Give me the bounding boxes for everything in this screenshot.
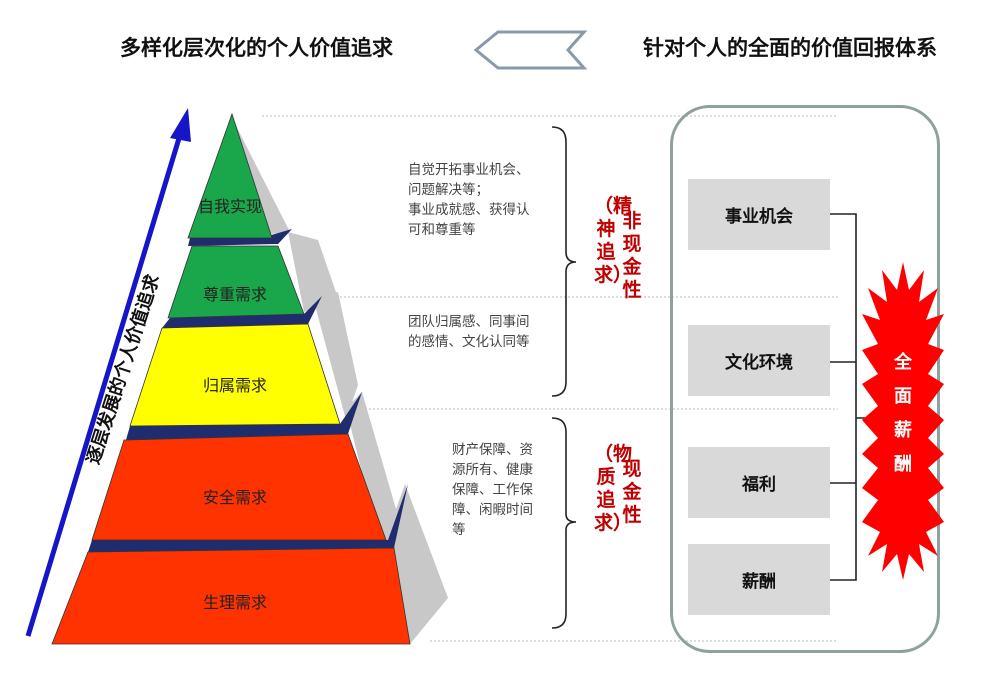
reward-item-salary: 薪酬 [688, 544, 830, 615]
level-physiological [51, 547, 411, 645]
left-title: 多样化层次化的个人价值追求 [120, 35, 393, 60]
level-esteem [167, 245, 305, 319]
reward-item-culture: 文化环境 [688, 325, 830, 396]
brace-lower [551, 417, 577, 629]
level-label-self-actualization: 自我实现 [197, 197, 262, 216]
total-compensation-label: 全面薪酬 [894, 352, 912, 475]
level-label-belonging: 归属需求 [202, 376, 267, 395]
description-upper: 自觉开拓事业机会、 问题解决等； 事业成就感、获得认 可和尊重等 [408, 162, 530, 238]
reward-system-panel [670, 105, 940, 653]
left-arrow-icon [473, 30, 588, 70]
level-safety [91, 433, 387, 541]
pyramid-side-4 [346, 392, 405, 540]
description-lower: 财产保障、资 源所有、健康 保障、工作保 障、闲暇时间 等 [452, 442, 533, 538]
description-middle: 团队归属感、同事间 的感情、文化认同等 [408, 314, 530, 350]
pyramid-side-2 [288, 232, 338, 312]
level-belonging [129, 323, 341, 427]
starburst-icon [862, 262, 944, 580]
nonmonetary-type-label: 非现金性 [622, 210, 642, 301]
monetary-type-label: 现金性 [622, 458, 642, 526]
level-self-actualization [187, 112, 273, 239]
level-label-physiological: 生理需求 [202, 593, 267, 612]
reward-item-career: 事业机会 [688, 179, 830, 250]
level-label-safety: 安全需求 [202, 488, 267, 507]
band-3 [126, 392, 362, 440]
right-title: 针对个人的全面的价值回报体系 [643, 35, 937, 60]
band-2 [162, 296, 322, 328]
level-label-esteem: 尊重需求 [202, 285, 267, 304]
reward-item-welfare: 福利 [688, 447, 830, 518]
pyramid-side-3 [313, 292, 358, 420]
band-4 [88, 484, 408, 552]
brace-upper [551, 126, 577, 397]
